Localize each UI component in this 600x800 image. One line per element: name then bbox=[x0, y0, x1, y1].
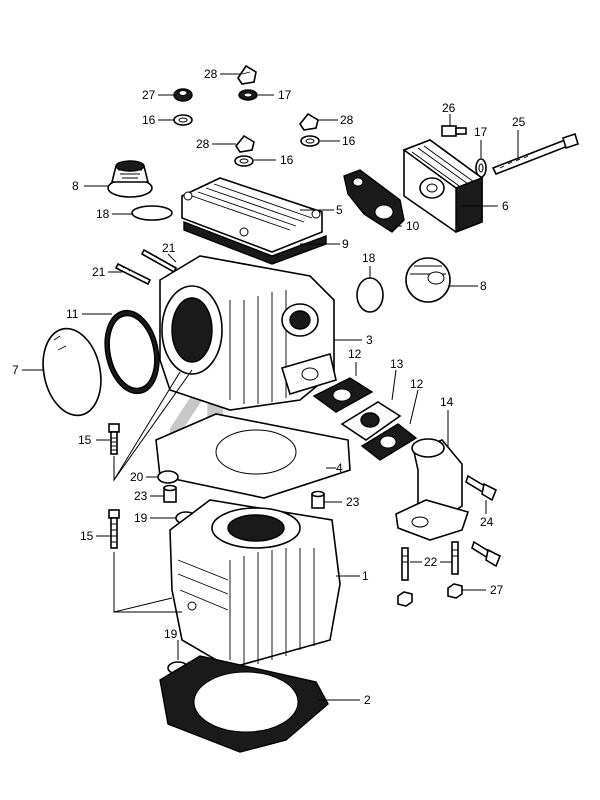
callout-28-top: 28 bbox=[204, 67, 218, 81]
insulator-13 bbox=[340, 401, 402, 441]
dowel-23-right bbox=[311, 490, 325, 509]
callout-19-upper: 19 bbox=[134, 511, 148, 525]
callout-19-lower: 19 bbox=[164, 627, 178, 641]
callout-8-right: 8 bbox=[480, 279, 487, 293]
callout-23-right: 23 bbox=[346, 495, 360, 509]
studs-21 bbox=[114, 248, 178, 286]
bolt-15-upper bbox=[108, 423, 120, 455]
callout-20: 20 bbox=[130, 470, 144, 484]
cap-nut-28-top bbox=[237, 64, 257, 85]
gasket-12b bbox=[360, 423, 418, 461]
head-cover-5 bbox=[181, 177, 323, 253]
callout-27-bottom: 27 bbox=[490, 583, 504, 597]
washer-20 bbox=[157, 470, 179, 484]
bolt-15-lower bbox=[108, 509, 120, 549]
callout-18-left: 18 bbox=[96, 207, 110, 221]
base-gasket-2 bbox=[159, 655, 329, 753]
callout-18-right: 18 bbox=[362, 251, 376, 265]
callout-23-left: 23 bbox=[134, 489, 148, 503]
callout-17-top: 17 bbox=[278, 88, 292, 102]
washer-17-top bbox=[238, 89, 258, 101]
callout-7: 7 bbox=[12, 363, 19, 377]
side-cover-7 bbox=[42, 327, 102, 417]
gasket-10 bbox=[343, 169, 405, 233]
callout-13: 13 bbox=[390, 357, 404, 371]
dowel-23-left bbox=[163, 484, 177, 503]
callout-15-lower: 15 bbox=[80, 529, 94, 543]
callout-3: 3 bbox=[366, 333, 373, 347]
nut-27-bottom-right bbox=[447, 583, 463, 599]
bolts-24 bbox=[465, 474, 502, 568]
intake-pipe-14 bbox=[395, 438, 470, 541]
callout-11: 11 bbox=[66, 307, 79, 321]
o-ring-18-left bbox=[131, 205, 173, 221]
cylinder-head-3 bbox=[159, 255, 337, 411]
callout-12-upper: 12 bbox=[348, 347, 362, 361]
callout-21-upper: 21 bbox=[162, 241, 176, 255]
nut-27-top bbox=[173, 88, 193, 102]
cylinder-gasket-4 bbox=[155, 413, 351, 499]
callout-labels: 28 27 17 16 28 28 16 16 26 17 25 8 18 5 … bbox=[12, 67, 526, 707]
callout-16-left: 16 bbox=[142, 113, 156, 127]
callout-25: 25 bbox=[512, 115, 526, 129]
callout-24: 24 bbox=[480, 515, 494, 529]
cap-nut-28-mid bbox=[235, 134, 255, 153]
o-ring-11-inner bbox=[108, 314, 156, 390]
washer-16-mid bbox=[234, 155, 254, 167]
callout-8-left: 8 bbox=[72, 179, 79, 193]
long-bolt-25 bbox=[491, 132, 579, 176]
rocker-cover-6 bbox=[402, 139, 484, 234]
callout-28-mid: 28 bbox=[196, 137, 210, 151]
callout-22: 22 bbox=[424, 555, 438, 569]
callout-9: 9 bbox=[342, 237, 349, 251]
callout-15-upper: 15 bbox=[78, 433, 92, 447]
callout-5: 5 bbox=[336, 203, 343, 217]
cap-nut-28-right bbox=[299, 112, 319, 131]
callout-16-right: 16 bbox=[342, 134, 356, 148]
washer-16-right bbox=[300, 135, 320, 147]
leader-lines bbox=[22, 73, 519, 701]
callout-17-right: 17 bbox=[474, 125, 488, 139]
callout-26: 26 bbox=[442, 101, 456, 115]
callout-4: 4 bbox=[336, 461, 343, 475]
plug-8-right bbox=[405, 257, 451, 303]
o-ring-18-right bbox=[356, 277, 384, 313]
callout-12-lower: 12 bbox=[410, 377, 424, 391]
studs-22 bbox=[401, 541, 459, 581]
cylinder-1 bbox=[169, 499, 341, 669]
callout-21-lower: 21 bbox=[92, 265, 106, 279]
callout-1: 1 bbox=[362, 569, 369, 583]
washer-17-right bbox=[475, 158, 487, 178]
gasket-12a bbox=[312, 377, 374, 413]
callout-16-mid: 16 bbox=[280, 153, 294, 167]
nut-27-bottom-left bbox=[397, 591, 413, 607]
washer-16-top bbox=[173, 114, 193, 126]
callout-10: 10 bbox=[406, 219, 420, 233]
callout-28-right: 28 bbox=[340, 113, 354, 127]
callout-27-top: 27 bbox=[142, 88, 156, 102]
callout-2: 2 bbox=[364, 693, 371, 707]
bolt-26 bbox=[441, 125, 467, 137]
callout-6: 6 bbox=[502, 199, 509, 213]
callout-14: 14 bbox=[440, 395, 454, 409]
plug-8-left bbox=[107, 160, 153, 198]
